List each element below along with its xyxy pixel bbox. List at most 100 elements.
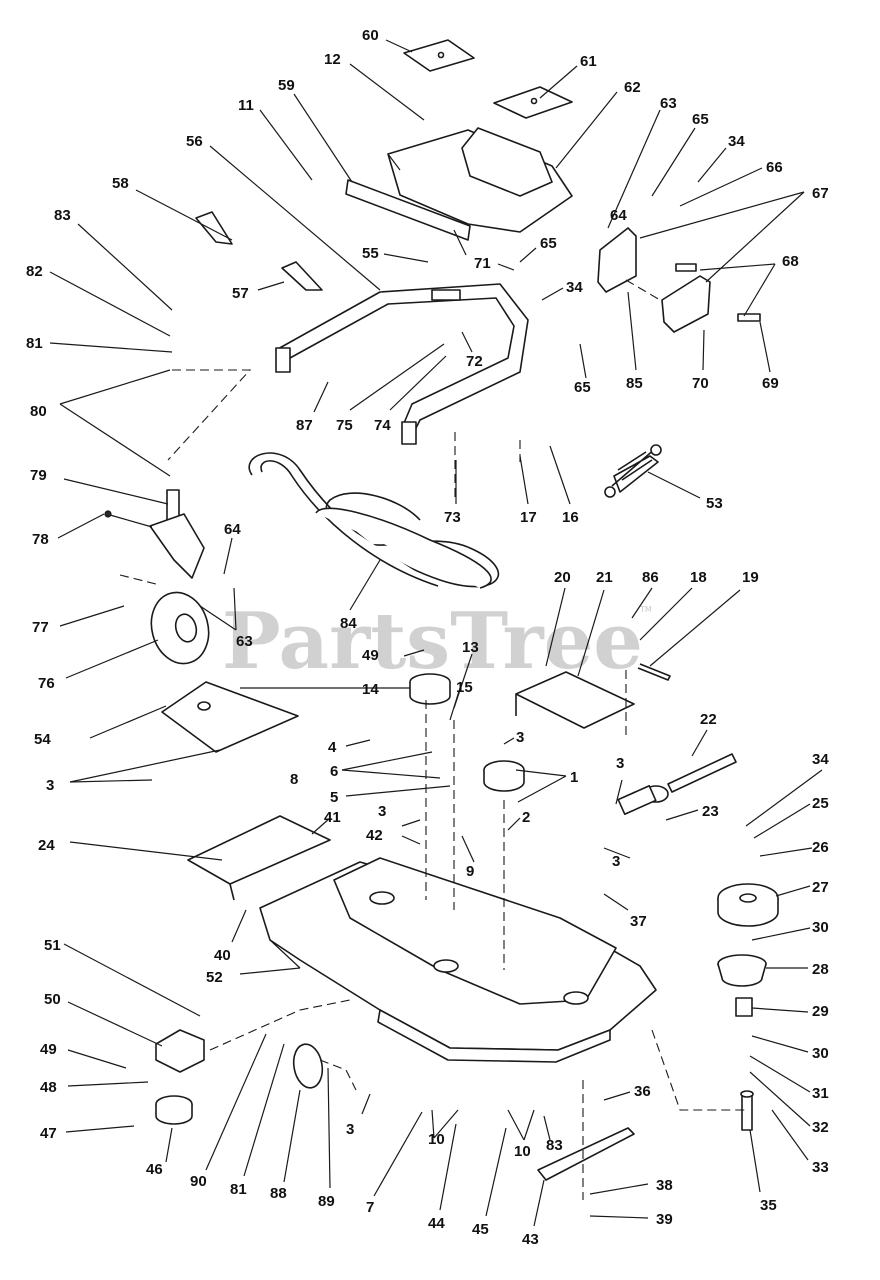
callout-80[interactable]: 80 <box>30 403 47 420</box>
callout-10[interactable]: 10 <box>514 1143 531 1160</box>
callout-64[interactable]: 64 <box>224 521 241 538</box>
callout-86[interactable]: 86 <box>642 569 659 586</box>
callout-18[interactable]: 18 <box>690 569 707 586</box>
callout-30[interactable]: 30 <box>812 1045 829 1062</box>
belt-cover-62[interactable] <box>387 127 573 233</box>
callout-60[interactable]: 60 <box>362 27 379 44</box>
pulley-27[interactable] <box>717 883 779 927</box>
callout-23[interactable]: 23 <box>702 803 719 820</box>
callout-84[interactable]: 84 <box>340 615 357 632</box>
callout-35[interactable]: 35 <box>760 1197 777 1214</box>
bracket-59[interactable] <box>345 179 471 256</box>
callout-37[interactable]: 37 <box>630 913 647 930</box>
gearbox-50[interactable] <box>155 1029 205 1073</box>
callout-32[interactable]: 32 <box>812 1119 829 1136</box>
callout-72[interactable]: 72 <box>466 353 483 370</box>
callout-43[interactable]: 43 <box>522 1231 539 1248</box>
pins-68[interactable] <box>675 263 761 322</box>
callout-44[interactable]: 44 <box>428 1215 445 1232</box>
callout-62[interactable]: 62 <box>624 79 641 96</box>
callout-68[interactable]: 68 <box>782 253 799 270</box>
callout-59[interactable]: 59 <box>278 77 295 94</box>
callout-64[interactable]: 64 <box>610 207 627 224</box>
callout-40[interactable]: 40 <box>214 947 231 964</box>
bracket-67-left[interactable] <box>597 227 637 293</box>
callout-3[interactable]: 3 <box>378 803 386 820</box>
callout-15[interactable]: 15 <box>456 679 473 696</box>
callout-7[interactable]: 7 <box>366 1199 374 1216</box>
deck-housing[interactable] <box>259 857 657 1063</box>
callout-51[interactable]: 51 <box>44 937 61 954</box>
callout-42[interactable]: 42 <box>366 827 383 844</box>
callout-89[interactable]: 89 <box>318 1193 335 1210</box>
callout-83[interactable]: 83 <box>54 207 71 224</box>
callout-58[interactable]: 58 <box>112 175 129 192</box>
belt-84[interactable] <box>248 452 500 589</box>
callout-3[interactable]: 3 <box>46 777 54 794</box>
callout-34[interactable]: 34 <box>728 133 745 150</box>
callout-3[interactable]: 3 <box>612 853 620 870</box>
callout-90[interactable]: 90 <box>190 1173 207 1190</box>
callout-17[interactable]: 17 <box>520 509 537 526</box>
callout-21[interactable]: 21 <box>596 569 613 586</box>
idler-pulley-14[interactable] <box>409 673 451 705</box>
callout-16[interactable]: 16 <box>562 509 579 526</box>
callout-65[interactable]: 65 <box>540 235 557 252</box>
front-frame-56[interactable] <box>275 283 529 445</box>
blade-43[interactable] <box>537 1127 635 1181</box>
spindle-housing-28[interactable] <box>717 954 767 987</box>
callout-78[interactable]: 78 <box>32 531 49 548</box>
callout-82[interactable]: 82 <box>26 263 43 280</box>
bracket-67-right[interactable] <box>661 275 711 333</box>
callout-3[interactable]: 3 <box>516 729 524 746</box>
callout-27[interactable]: 27 <box>812 879 829 896</box>
callout-56[interactable]: 56 <box>186 133 203 150</box>
callout-2[interactable]: 2 <box>522 809 530 826</box>
callout-8[interactable]: 8 <box>290 771 298 788</box>
callout-61[interactable]: 61 <box>580 53 597 70</box>
callout-81[interactable]: 81 <box>230 1181 247 1198</box>
callout-29[interactable]: 29 <box>812 1003 829 1020</box>
callout-63[interactable]: 63 <box>236 633 253 650</box>
pulley-1[interactable] <box>483 760 525 792</box>
decal-61[interactable] <box>493 86 573 119</box>
callout-65[interactable]: 65 <box>574 379 591 396</box>
callout-85[interactable]: 85 <box>626 375 643 392</box>
callout-76[interactable]: 76 <box>38 675 55 692</box>
callout-33[interactable]: 33 <box>812 1159 829 1176</box>
callout-36[interactable]: 36 <box>634 1083 651 1100</box>
decal-57[interactable] <box>281 261 323 291</box>
callout-11[interactable]: 11 <box>238 97 254 114</box>
wheel-88[interactable] <box>290 1042 325 1090</box>
callout-45[interactable]: 45 <box>472 1221 489 1238</box>
callout-63[interactable]: 63 <box>660 95 677 112</box>
callout-75[interactable]: 75 <box>336 417 353 434</box>
callout-57[interactable]: 57 <box>232 285 249 302</box>
callout-54[interactable]: 54 <box>34 731 51 748</box>
callout-83[interactable]: 83 <box>546 1137 563 1154</box>
callout-20[interactable]: 20 <box>554 569 571 586</box>
spring-53[interactable] <box>604 444 662 498</box>
callout-50[interactable]: 50 <box>44 991 61 1008</box>
callout-5[interactable]: 5 <box>330 789 338 806</box>
callout-14[interactable]: 14 <box>362 681 379 698</box>
callout-3[interactable]: 3 <box>346 1121 354 1138</box>
callout-28[interactable]: 28 <box>812 961 829 978</box>
callout-4[interactable]: 4 <box>328 739 337 756</box>
callout-79[interactable]: 79 <box>30 467 47 484</box>
callout-38[interactable]: 38 <box>656 1177 673 1194</box>
callout-25[interactable]: 25 <box>812 795 829 812</box>
callout-77[interactable]: 77 <box>32 619 49 636</box>
callout-30[interactable]: 30 <box>812 919 829 936</box>
decal-60[interactable] <box>403 39 475 72</box>
callout-19[interactable]: 19 <box>742 569 759 586</box>
callout-12[interactable]: 12 <box>324 51 341 68</box>
callout-31[interactable]: 31 <box>812 1085 829 1102</box>
callout-49[interactable]: 49 <box>362 647 379 664</box>
callout-13[interactable]: 13 <box>462 639 479 656</box>
callout-39[interactable]: 39 <box>656 1211 673 1228</box>
callout-10[interactable]: 10 <box>428 1131 445 1148</box>
callout-24[interactable]: 24 <box>38 837 55 854</box>
callout-73[interactable]: 73 <box>444 509 461 526</box>
callout-88[interactable]: 88 <box>270 1185 287 1202</box>
